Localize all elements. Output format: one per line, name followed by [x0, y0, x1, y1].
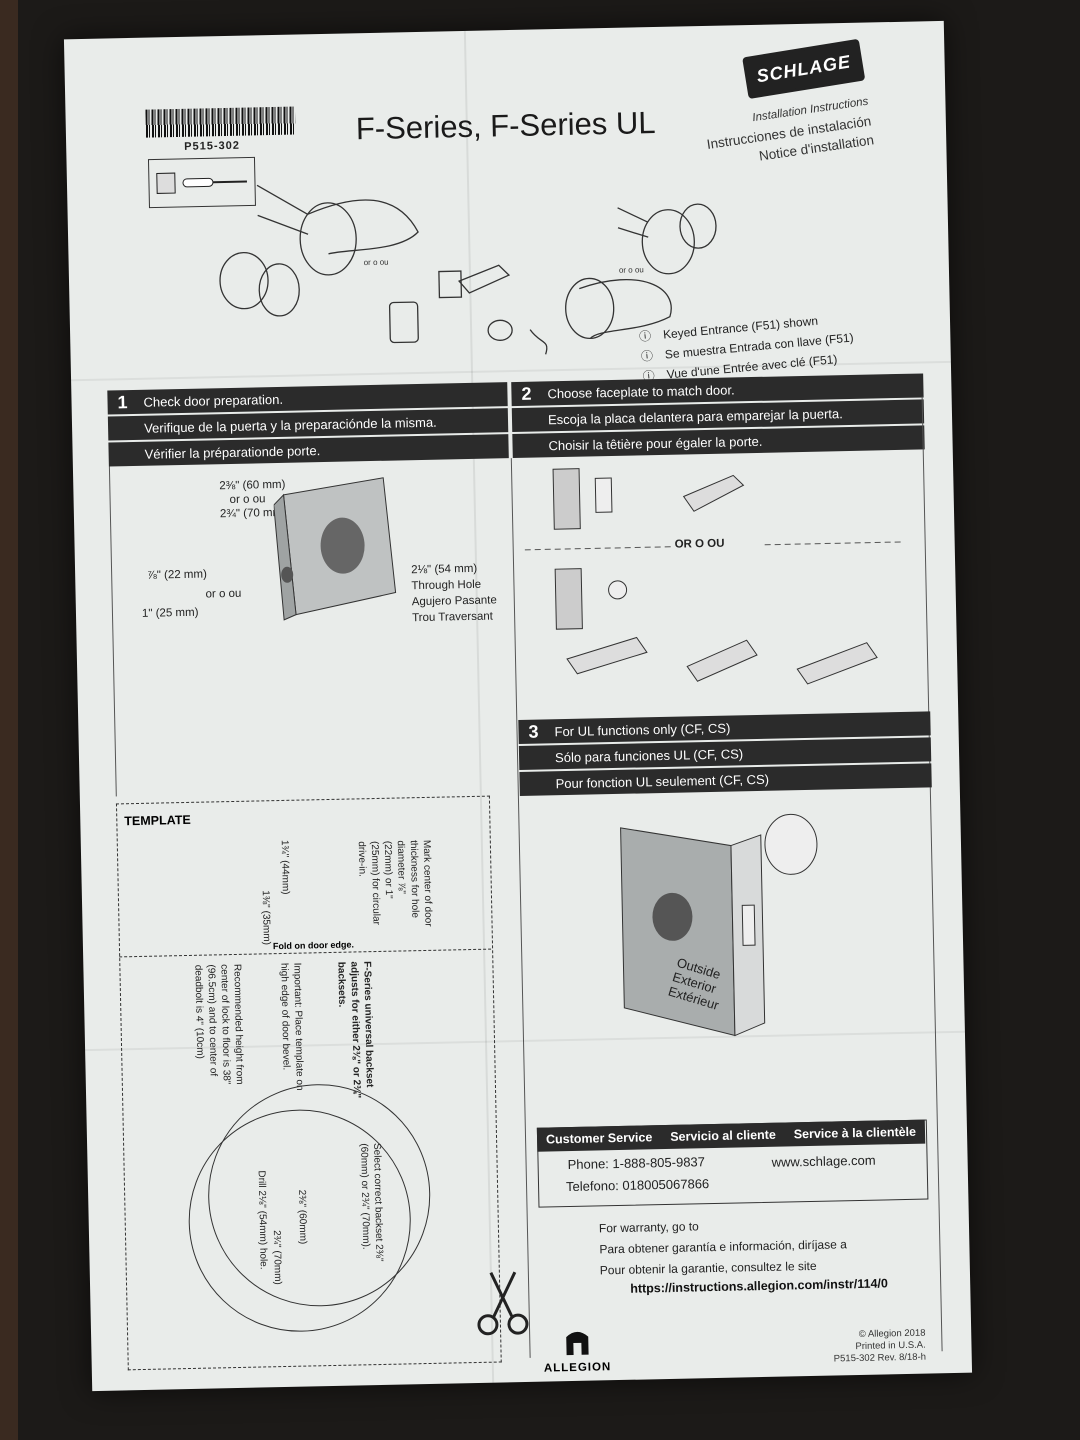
cs-header-es: Servicio al cliente [670, 1127, 776, 1144]
step1-line-fr: Vérifier la préparationde porte. [144, 442, 321, 462]
step2-line-en: Choose faceplate to match door. [547, 381, 735, 401]
step1-number: 1 [117, 391, 128, 412]
cs-telefono: Telefono: 018005067866 [565, 1176, 710, 1195]
template-b70: 2¾" (70mm) [270, 1230, 284, 1285]
allegion-name: ALLEGION [543, 1361, 612, 1375]
edge-25mm: 1" (25 mm) [141, 606, 199, 620]
cs-header-fr: Service à la clientèle [793, 1124, 917, 1142]
through-hole-label: 2⅛" (54 mm) Through Hole Agujero Pasante… [411, 560, 497, 626]
brand-name: SCHLAGE [755, 51, 853, 87]
warranty-block: For warranty, go to Para obtener garantí… [599, 1213, 848, 1281]
template-height: Recommended height from center of lock t… [192, 963, 245, 1085]
info-icon: ⓘ [638, 328, 652, 344]
step3-number: 3 [528, 721, 539, 742]
instruction-sheet: P515-302 F-Series, F-Series UL SCHLAGE I… [63, 20, 973, 1392]
hole-es: Agujero Pasante [411, 594, 497, 609]
step1-panel-border [108, 466, 117, 797]
edge-22mm: ⅞" (22 mm) [147, 568, 207, 582]
template-important: Important: Place template on high edge o… [278, 962, 306, 1091]
hole-size: 2⅛" (54 mm) [411, 562, 478, 577]
step3-line-es: Sólo para funciones UL (CF, CS) [554, 745, 744, 765]
template-b60: 2⅜" (60mm) [296, 1189, 309, 1245]
step1-line-es: Verifique de la puerta y la preparaciónd… [143, 414, 437, 436]
hole-en: Through Hole [411, 578, 482, 593]
allegion-mark-icon [565, 1331, 589, 1356]
or-label-left: or o ou [364, 258, 389, 268]
template-mark-center: Mark center of door thickness for hole d… [355, 839, 434, 927]
schlage-logo: SCHLAGE [742, 38, 866, 100]
page-title: F-Series, F-Series UL [355, 104, 656, 147]
template-select: Select correct backset 2⅜" (60mm) or 2¾"… [358, 1142, 385, 1262]
table-edge [0, 0, 18, 1440]
step1-line-en: Check door preparation. [143, 391, 284, 410]
revision-line: P515-302 Rev. 8/18-h [833, 1351, 927, 1365]
part-number: P515-302 [184, 139, 241, 153]
template-dim-35: 1⅜" (35mm) [259, 890, 272, 946]
cs-header-en: Customer Service [545, 1130, 653, 1147]
hole-fr: Trou Traversant [412, 610, 493, 625]
fold-note: Fold on door edge. [272, 939, 355, 952]
door-prep-diagram [273, 477, 397, 621]
cs-website[interactable]: www.schlage.com [771, 1152, 876, 1170]
template-universal: F-Series universal backset adjusts for e… [335, 961, 375, 1099]
info-icon: ⓘ [640, 348, 654, 364]
template-drill: Drill 2⅛" (54mm) hole. [255, 1170, 269, 1270]
faceplate-diagram [524, 468, 905, 685]
faceplate-or: OR O OU [674, 537, 725, 551]
barcode [145, 106, 296, 138]
allegion-logo: ALLEGION [543, 1328, 612, 1375]
tools-icon [147, 156, 256, 209]
scissors-icon [477, 1271, 529, 1336]
installation-instructions-heading: Installation Instructions Instrucciones … [703, 93, 875, 173]
edge-or: or o ou [205, 587, 242, 601]
template-dim-44: 1¾" (44mm) [278, 839, 291, 895]
backset-or: or o ou [229, 493, 266, 506]
step2-number: 2 [521, 383, 532, 404]
cs-phone: Phone: 1-888-805-9837 [567, 1154, 706, 1173]
or-label-right: or o ou [619, 265, 644, 275]
template-label: TEMPLATE [124, 812, 191, 829]
step3-line-en: For UL functions only (CF, CS) [554, 720, 731, 739]
step3-line-fr: Pour fonction UL seulement (CF, CS) [555, 771, 770, 791]
exploded-lock-diagram: or o ou or o ou [219, 184, 717, 355]
ul-door-diagram [620, 813, 818, 1037]
copyright: © Allegion 2018 Printed in U.S.A. P515-3… [833, 1328, 926, 1366]
